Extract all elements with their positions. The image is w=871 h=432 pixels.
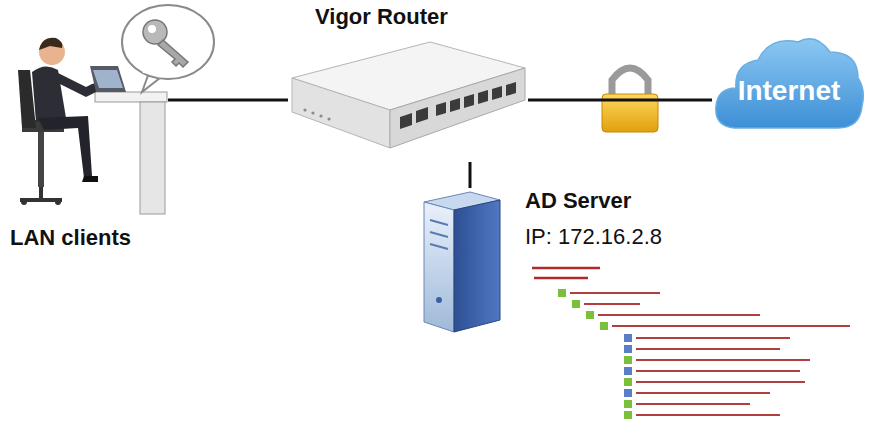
network-node: LAN clients xyxy=(5,5,168,255)
router-label: Vigor Router xyxy=(315,4,448,30)
network-link xyxy=(470,162,471,188)
network-node: Vigor Router xyxy=(288,2,528,162)
cloud-label: Internet xyxy=(738,75,841,107)
ip-address: IP: 172.16.2.8 xyxy=(525,224,662,250)
internet-cloud: Internet xyxy=(712,28,866,138)
client-label: LAN clients xyxy=(10,225,131,251)
network-link xyxy=(528,100,712,101)
key-speech-bubble xyxy=(122,5,214,92)
ldap-tree-screenshot xyxy=(532,268,850,419)
server-figure xyxy=(424,192,500,332)
network-link xyxy=(168,100,288,101)
router-figure xyxy=(292,42,525,148)
network-node: AD ServerIP: 172.16.2.8 xyxy=(420,188,720,334)
server-label: AD Server xyxy=(525,188,631,214)
